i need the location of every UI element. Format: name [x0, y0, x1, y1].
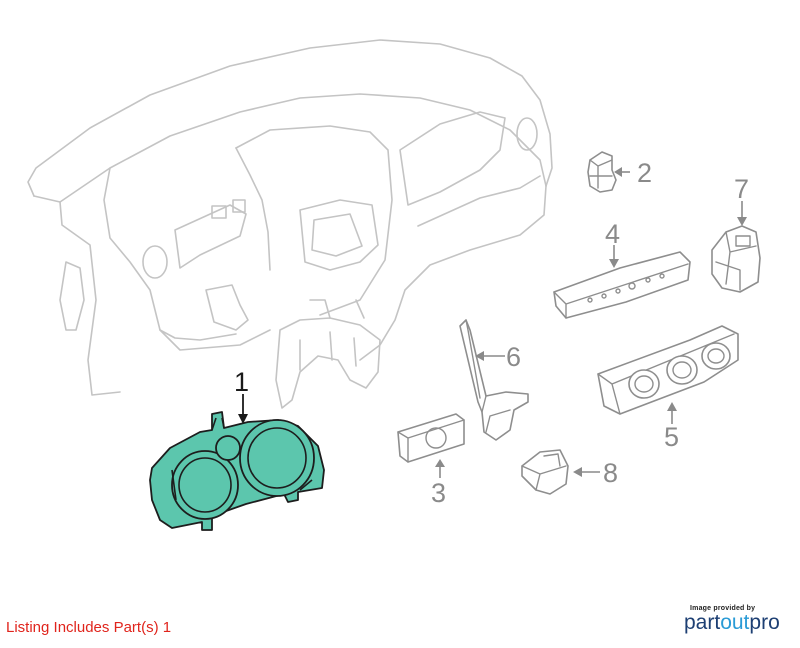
leader-arrow-4 — [609, 259, 619, 268]
logo-out-text: out — [720, 611, 750, 634]
leader-arrow-8 — [573, 467, 582, 477]
instrument-cluster-part-1[interactable] — [149, 411, 325, 531]
hvac-control-part-5[interactable] — [597, 325, 739, 415]
callout-4[interactable]: 4 — [605, 219, 620, 249]
callout-5[interactable]: 5 — [664, 422, 679, 452]
callout-1[interactable]: 1 — [234, 367, 249, 397]
switch-part-3[interactable] — [397, 413, 465, 463]
callout-2[interactable]: 2 — [637, 158, 652, 188]
leader-arrow-6 — [475, 351, 484, 361]
callout-7[interactable]: 7 — [734, 174, 749, 204]
leader-arrow-1 — [238, 414, 248, 424]
switch-part-2[interactable] — [587, 151, 617, 193]
partoutpro-brand: Image provided by partoutpro — [684, 605, 794, 634]
control-panel-part-4[interactable] — [553, 251, 691, 319]
leader-arrow-7 — [737, 217, 747, 226]
callout-3[interactable]: 3 — [431, 478, 446, 508]
logo-part-text: part — [684, 611, 721, 634]
logo-pro-text: pro — [749, 611, 780, 634]
switch-part-8[interactable] — [521, 449, 569, 495]
listing-includes-note: Listing Includes Part(s) 1 — [6, 619, 172, 636]
brand-credit-text: Image provided by — [690, 605, 756, 612]
callout-6[interactable]: 6 — [506, 342, 521, 372]
leader-arrow-3 — [435, 459, 445, 467]
switch-part-7[interactable] — [711, 225, 761, 293]
leader-arrow-2 — [614, 167, 622, 177]
partoutpro-logo: partoutpro — [684, 612, 794, 634]
antenna-part-6[interactable] — [459, 319, 529, 441]
callout-8[interactable]: 8 — [603, 458, 618, 488]
leader-arrow-5 — [667, 402, 677, 411]
dashboard-ghost-outline — [27, 39, 553, 409]
